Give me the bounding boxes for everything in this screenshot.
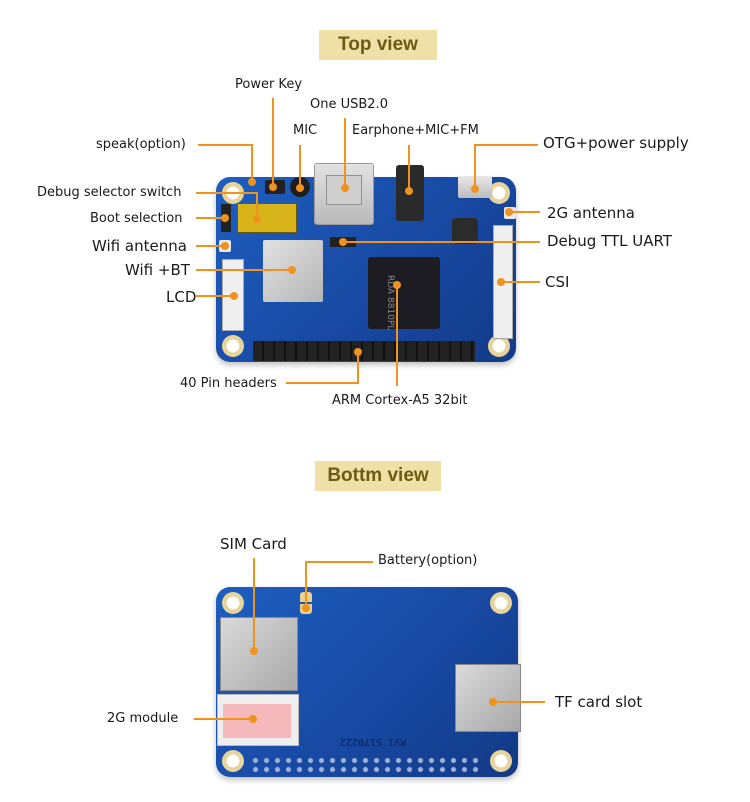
dot-otg <box>471 185 479 193</box>
inductor <box>452 218 478 244</box>
leader-debug-selector <box>196 192 258 218</box>
dot-battery <box>302 604 310 612</box>
mount-hole <box>490 750 512 772</box>
label-tf-slot: TF card slot <box>555 693 643 711</box>
label-mic: MIC <box>293 123 318 138</box>
label-battery: Battery(option) <box>378 553 478 568</box>
soc-chip <box>368 257 440 329</box>
label-wifi-bt: Wifi +BT <box>125 261 190 279</box>
dot-uart <box>339 238 347 246</box>
dot-power-key <box>269 183 277 191</box>
label-arm: ARM Cortex-A5 32bit <box>332 393 468 408</box>
label-otg: OTG+power supply <box>543 134 689 152</box>
label-2g-module: 2G module <box>107 711 179 726</box>
label-2g-antenna: 2G antenna <box>547 204 635 222</box>
label-sim-card: SIM Card <box>220 535 287 553</box>
pin-header <box>253 341 475 361</box>
dot-tf <box>489 698 497 706</box>
leader-battery <box>305 561 373 607</box>
mount-hole <box>222 335 244 357</box>
leader-otg <box>474 144 538 188</box>
dot-boot <box>221 214 229 222</box>
dot-earphone <box>405 187 413 195</box>
dot-lcd <box>230 292 238 300</box>
label-speak: speak(option) <box>96 137 186 152</box>
top-view-title: Top view <box>319 30 437 60</box>
label-wifi-antenna: Wifi antenna <box>92 237 187 255</box>
dot-usb <box>341 184 349 192</box>
label-debug-selector: Debug selector switch <box>37 185 182 200</box>
mount-hole <box>490 592 512 614</box>
bottom-pin-row <box>250 756 480 774</box>
leader-speak <box>198 144 253 182</box>
label-boot-selection: Boot selection <box>90 211 183 226</box>
bottom-view-title: Bottm view <box>315 461 441 491</box>
dot-speak <box>248 178 256 186</box>
dot-arm <box>393 281 401 289</box>
dot-wifi-antenna <box>221 242 229 250</box>
dot-2g-module <box>249 715 257 723</box>
sim-card-slot <box>220 617 298 691</box>
mount-hole <box>222 750 244 772</box>
label-pin-headers: 40 Pin headers <box>180 376 277 391</box>
label-csi: CSI <box>545 273 570 291</box>
tf-card-slot <box>455 664 521 732</box>
dot-mic <box>296 184 304 192</box>
dot-2g-antenna <box>505 208 513 216</box>
mount-hole <box>488 335 510 357</box>
dot-sim <box>250 647 258 655</box>
label-one-usb: One USB2.0 <box>310 97 388 112</box>
label-earphone: Earphone+MIC+FM <box>352 123 479 138</box>
dip-switch <box>237 203 297 233</box>
dot-csi <box>497 278 505 286</box>
label-lcd: LCD <box>166 288 197 306</box>
dot-wifi-bt <box>288 266 296 274</box>
dot-debug-selector <box>253 215 261 223</box>
dot-pin-headers <box>354 348 362 356</box>
leader-pin-headers <box>286 352 359 384</box>
mount-hole <box>222 592 244 614</box>
label-power-key: Power Key <box>235 77 303 92</box>
mount-hole <box>488 182 510 204</box>
2g-module-sticker <box>223 704 291 738</box>
label-debug-uart: Debug TTL UART <box>547 232 673 250</box>
